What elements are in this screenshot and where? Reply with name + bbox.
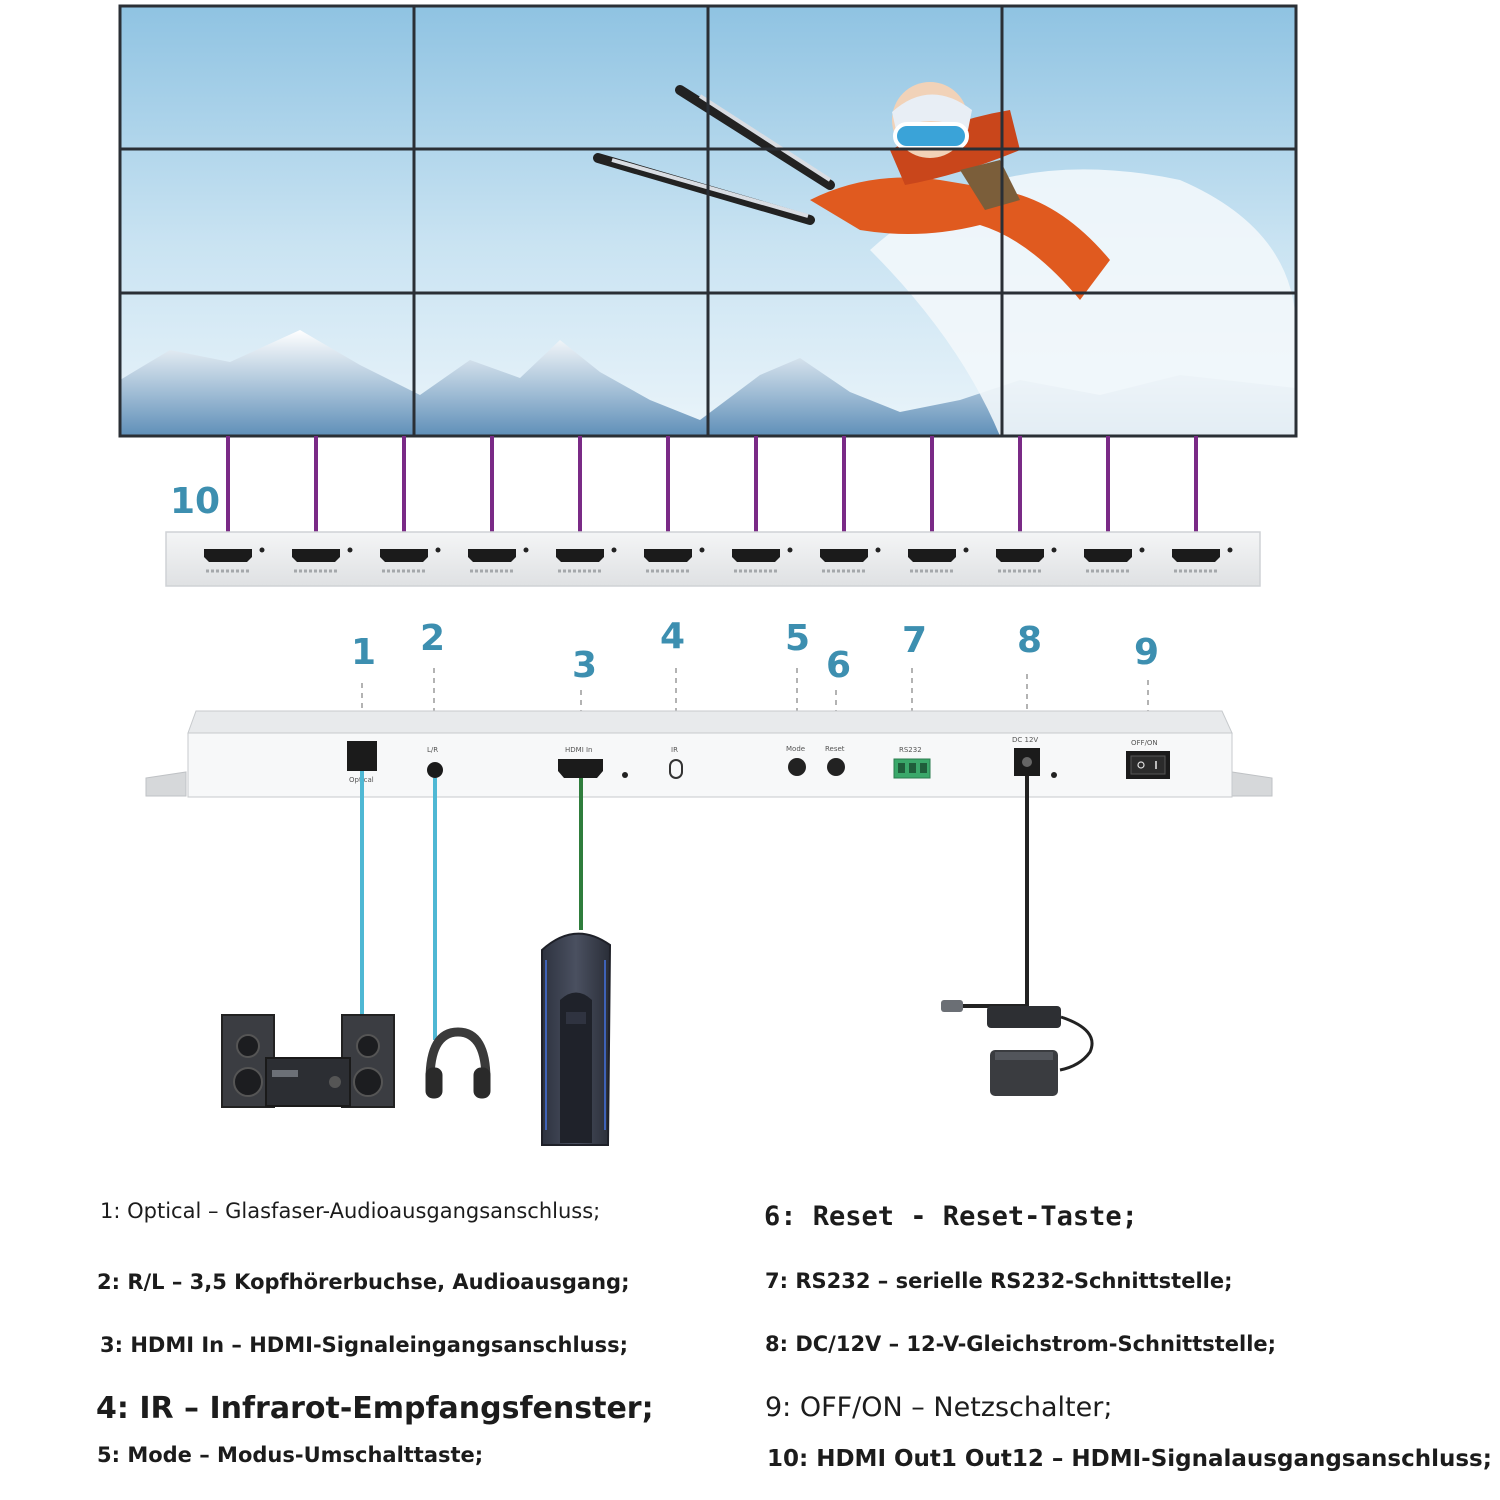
headphones-icon — [425, 1027, 491, 1099]
mode-button[interactable] — [788, 758, 806, 776]
legend-item-9: 9: OFF/ON – Netzschalter; — [765, 1392, 1113, 1423]
ir-window — [669, 759, 683, 779]
rs232-label: RS232 — [899, 746, 922, 754]
hdmi-output-led — [1227, 547, 1233, 553]
dc12v-pin — [1022, 757, 1032, 767]
legend-item-7: 7: RS232 – serielle RS232-Schnittstelle; — [765, 1269, 1233, 1293]
switch-off-symbol — [1137, 761, 1145, 769]
hdmi-output-led — [699, 547, 705, 553]
hdmi-output-led — [875, 547, 881, 553]
callout-8: 8 — [1017, 620, 1042, 661]
callout-9: 9 — [1134, 632, 1159, 673]
snow-spray — [870, 169, 1296, 437]
mount-ear-left — [145, 771, 187, 797]
mount-ear-right — [1231, 771, 1273, 797]
callout-numbers: 1 2 3 4 5 6 7 8 9 — [351, 616, 1159, 686]
offon-label: OFF/ON — [1131, 739, 1158, 747]
hdmi-output-port[interactable] — [820, 549, 868, 562]
hdmi-output-port[interactable] — [732, 549, 780, 562]
power-led — [1051, 772, 1057, 778]
rl-port-label: L/R — [427, 746, 438, 754]
optical-port[interactable] — [347, 741, 377, 771]
callout-6: 6 — [826, 645, 851, 686]
legend-item-3: 3: HDMI In – HDMI-Signaleingangsanschlus… — [100, 1333, 628, 1357]
pc-tower-icon — [541, 932, 612, 1146]
hdmi-output-led — [259, 547, 265, 553]
hdmi-in-label: HDMI In — [565, 746, 592, 754]
hdmi-output-port[interactable] — [468, 549, 516, 562]
legend-item-2: 2: R/L – 3,5 Kopfhörerbuchse, Audioausga… — [97, 1270, 630, 1294]
hdmi-output-led — [963, 547, 969, 553]
rs232-pins — [898, 763, 927, 773]
hdmi-output-port[interactable] — [204, 549, 252, 562]
callout-5: 5 — [785, 618, 810, 659]
callout-2: 2 — [420, 618, 445, 659]
input-panel-top — [187, 710, 1233, 734]
hdmi-output-led — [523, 547, 529, 553]
hdmi-output-port[interactable] — [908, 549, 956, 562]
hdmi-output-ports — [204, 547, 1233, 573]
hdmi-output-port[interactable] — [644, 549, 692, 562]
legend-item-6: 6: Reset - Reset-Taste; — [764, 1201, 1138, 1232]
reset-button[interactable] — [827, 758, 845, 776]
hdmi-output-port[interactable] — [292, 549, 340, 562]
hdmi-output-port[interactable] — [996, 549, 1044, 562]
callout-7: 7 — [902, 620, 927, 661]
video-wall — [118, 4, 1298, 438]
hdmi-output-port[interactable] — [556, 549, 604, 562]
callout-3: 3 — [572, 645, 597, 686]
hdmi-output-led — [1051, 547, 1057, 553]
hifi-system-icon — [221, 1014, 395, 1108]
power-adapter-icon — [941, 1000, 1094, 1096]
callout-4: 4 — [660, 616, 685, 657]
legend-item-1: 1: Optical – Glasfaser-Audioausgangsansc… — [100, 1199, 601, 1223]
wall-bezels — [118, 4, 1298, 438]
legend-item-8: 8: DC/12V – 12-V-Gleichstrom-Schnittstel… — [765, 1332, 1277, 1356]
hdmi-in-port[interactable] — [558, 759, 603, 778]
hdmi-output-led — [435, 547, 441, 553]
hdmi-output-led — [787, 547, 793, 553]
output-panel — [165, 531, 1261, 587]
legend-item-10: 10: HDMI Out1 Out12 – HDMI-Signalausgang… — [767, 1446, 1492, 1472]
input-panel: Optical L/R HDMI In IR Mode Reset RS232 … — [145, 710, 1273, 798]
device-cables — [360, 771, 1029, 1040]
dc12v-label: DC 12V — [1012, 736, 1038, 744]
legend-item-4: 4: IR – Infrarot-Empfangsfenster; — [96, 1391, 654, 1426]
ir-label: IR — [671, 746, 678, 754]
hdmi-output-cables — [226, 436, 1198, 548]
hdmi-output-led — [611, 547, 617, 553]
output-panel-body — [165, 531, 1261, 587]
callout-1: 1 — [351, 632, 376, 673]
power-switch-rocker — [1130, 755, 1166, 775]
mode-label: Mode — [786, 745, 805, 753]
hdmi-output-port[interactable] — [1172, 549, 1220, 562]
legend-item-5: 5: Mode – Modus-Umschalttaste; — [97, 1443, 484, 1467]
hdmi-output-led — [1139, 547, 1145, 553]
hdmi-output-led — [347, 547, 353, 553]
hdmi-in-led — [622, 772, 628, 778]
headphone-jack[interactable] — [427, 762, 443, 778]
hdmi-output-port[interactable] — [1084, 549, 1132, 562]
hdmi-output-port[interactable] — [380, 549, 428, 562]
callout-10: 10 — [170, 481, 220, 522]
reset-label: Reset — [825, 745, 845, 753]
input-panel-face — [187, 732, 1233, 798]
